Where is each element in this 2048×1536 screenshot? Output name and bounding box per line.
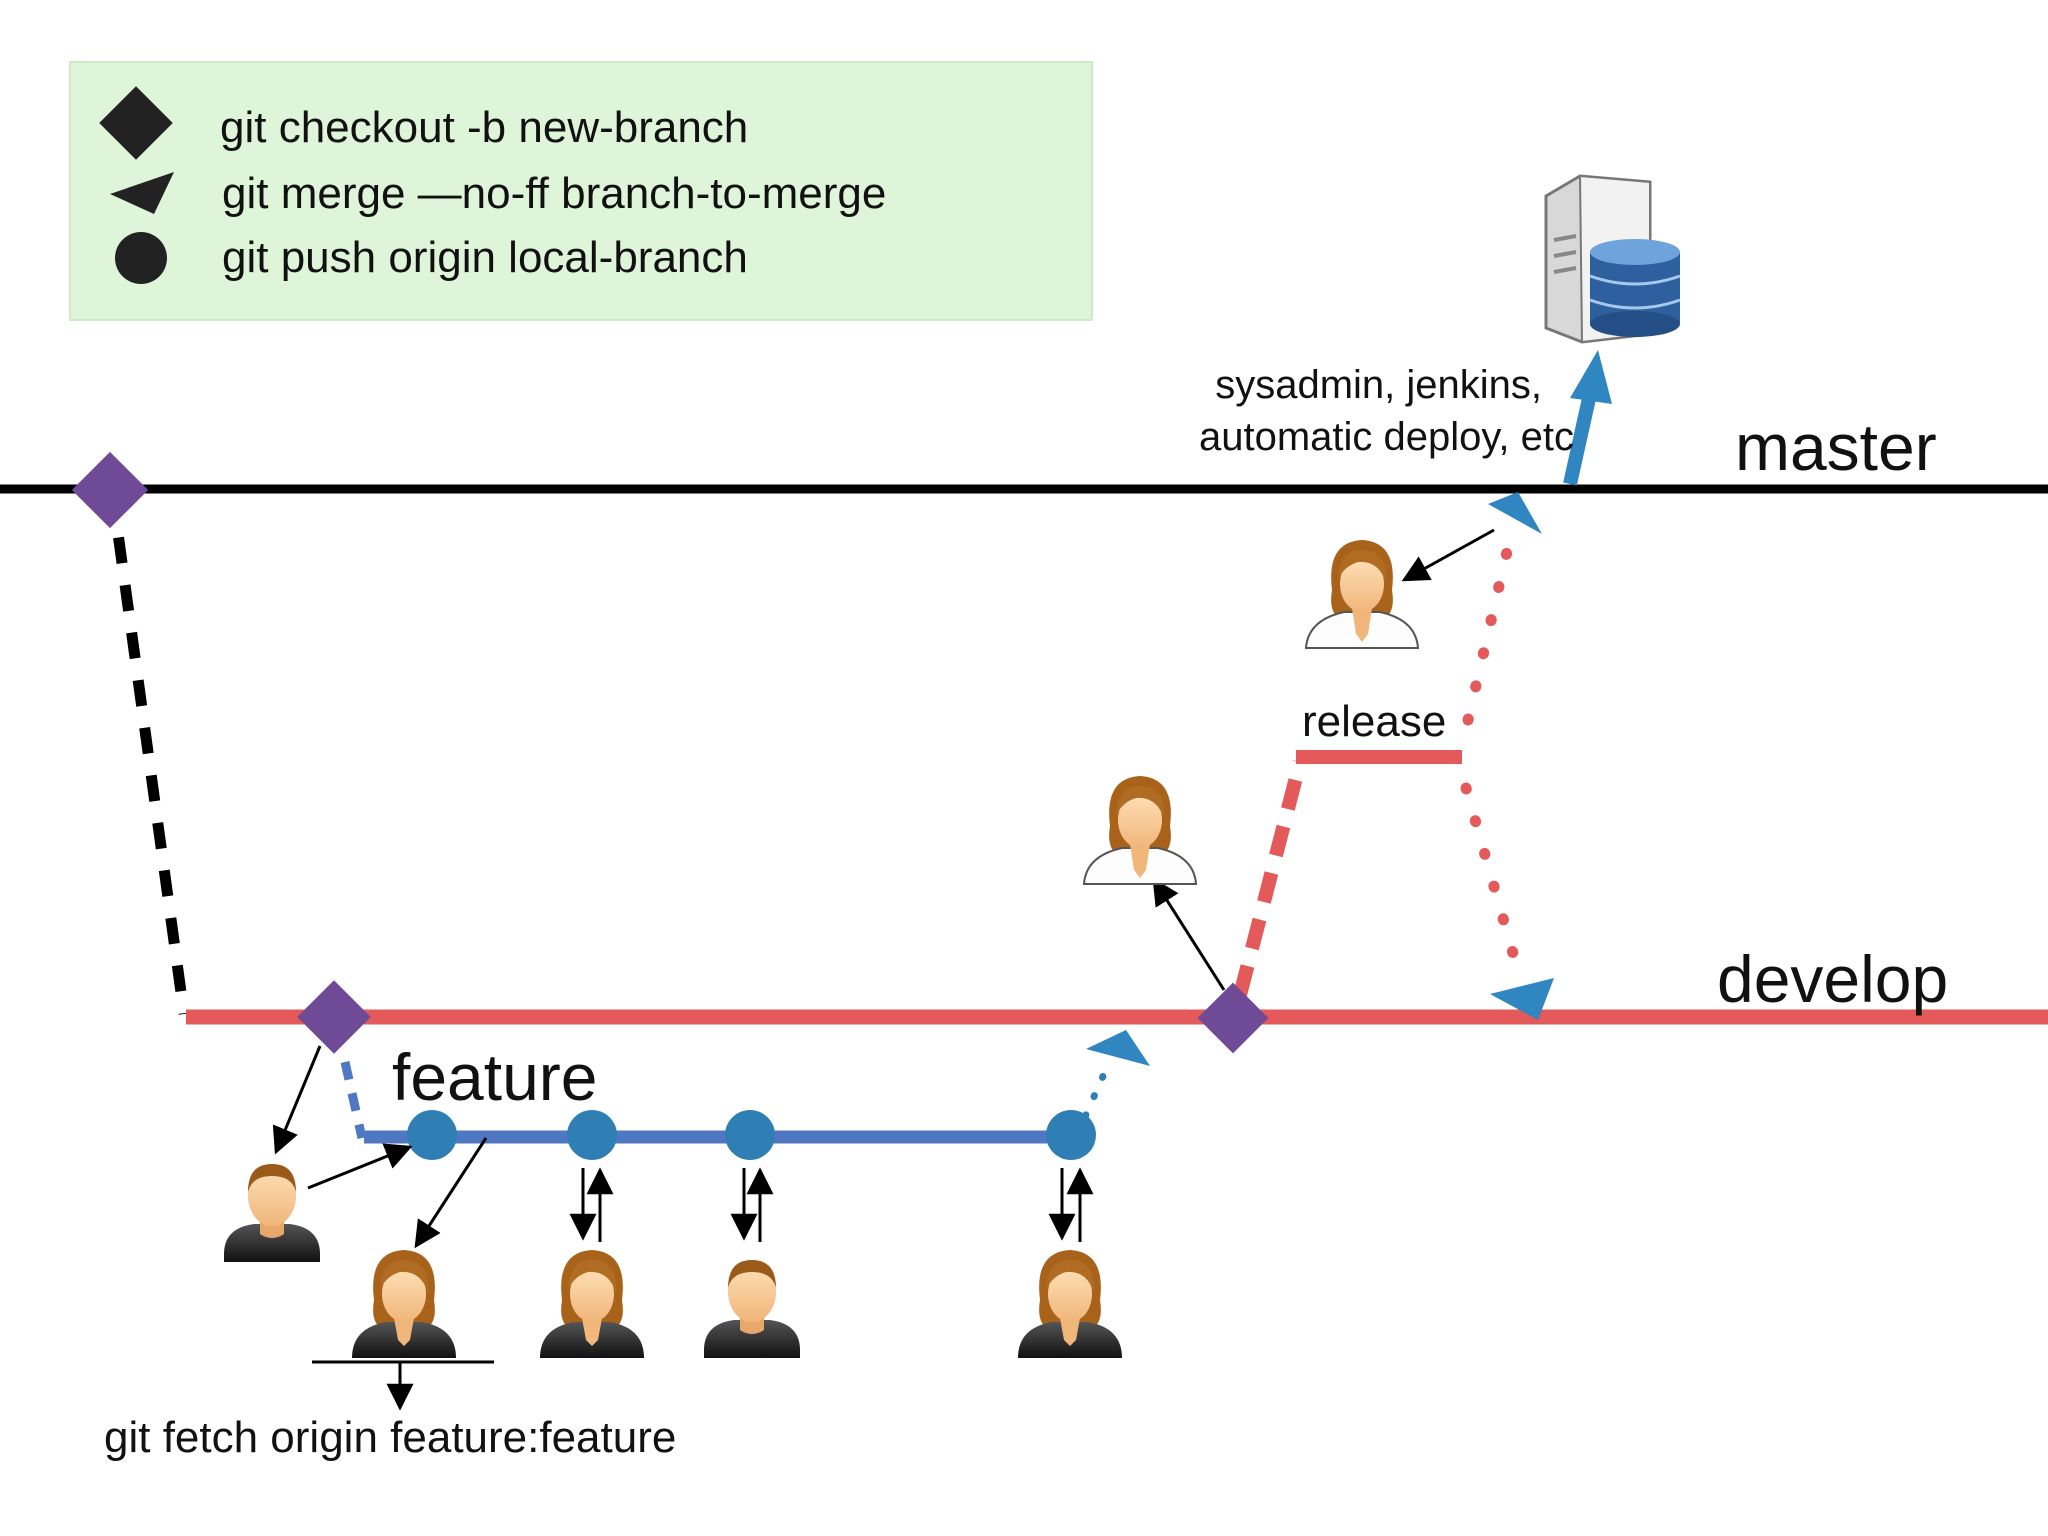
master-to-develop-dash — [106, 489, 190, 1015]
develop-merge-triangle — [1490, 978, 1554, 1020]
legend-merge-label: git merge —no-ff branch-to-merge — [222, 169, 886, 218]
legend-push-label: git push origin local-branch — [222, 233, 748, 282]
feature-push-node-1 — [407, 1110, 457, 1160]
server-database-icon — [1544, 174, 1681, 344]
feature-push-node-2 — [567, 1110, 617, 1160]
legend-checkout-label: git checkout -b new-branch — [220, 103, 748, 152]
legend-circle-icon — [115, 232, 167, 284]
develop-to-feature-dash — [340, 1061, 367, 1139]
feature-merge-dots — [1073, 1061, 1112, 1139]
arrow-dev-to-push — [307, 1143, 413, 1190]
deploy-arrow-head — [1570, 350, 1612, 404]
arrow-feature-to-colleague — [414, 1137, 488, 1249]
developer-man-icon — [224, 1164, 320, 1262]
release-to-develop-dots — [1460, 782, 1526, 984]
master-merge-triangle — [1488, 492, 1542, 534]
feature-checkout-diamond — [297, 980, 371, 1054]
release-manager-icon-2 — [1305, 539, 1419, 649]
developer-woman-icon — [352, 1250, 456, 1358]
fetch-command-label: git fetch origin feature:feature — [104, 1413, 676, 1462]
developer-woman-icon-2 — [540, 1250, 644, 1358]
feature-push-node-3 — [725, 1110, 775, 1160]
release-manager-icon — [1083, 775, 1197, 885]
developer-woman-icon-3 — [1018, 1250, 1122, 1358]
feature-push-node-4 — [1046, 1110, 1096, 1160]
develop-to-release-dash — [1233, 760, 1307, 997]
release-to-master-dots — [1462, 524, 1518, 726]
arrow-diamond-to-dev — [272, 1045, 322, 1155]
release-label: release — [1302, 697, 1446, 746]
feature-merge-triangle — [1086, 1030, 1150, 1066]
legend-box — [69, 61, 1093, 321]
master-checkout-diamond — [71, 451, 149, 529]
legend-diamond-icon — [99, 86, 173, 160]
master-label: master — [1735, 410, 1937, 484]
develop-label: develop — [1717, 942, 1948, 1016]
developer-man-icon-2 — [704, 1260, 800, 1358]
deploy-note-line2: automatic deploy, etc — [1199, 415, 1574, 459]
deploy-arrow-shaft — [1563, 392, 1597, 486]
deploy-note-line1: sysadmin, jenkins, — [1215, 363, 1542, 407]
feature-label: feature — [392, 1040, 597, 1114]
legend-triangle-icon — [110, 172, 174, 214]
arrow-master-to-release-manager — [1401, 528, 1495, 582]
arrow-diamond-to-release-manager — [1152, 877, 1226, 991]
release-checkout-diamond — [1197, 982, 1269, 1054]
